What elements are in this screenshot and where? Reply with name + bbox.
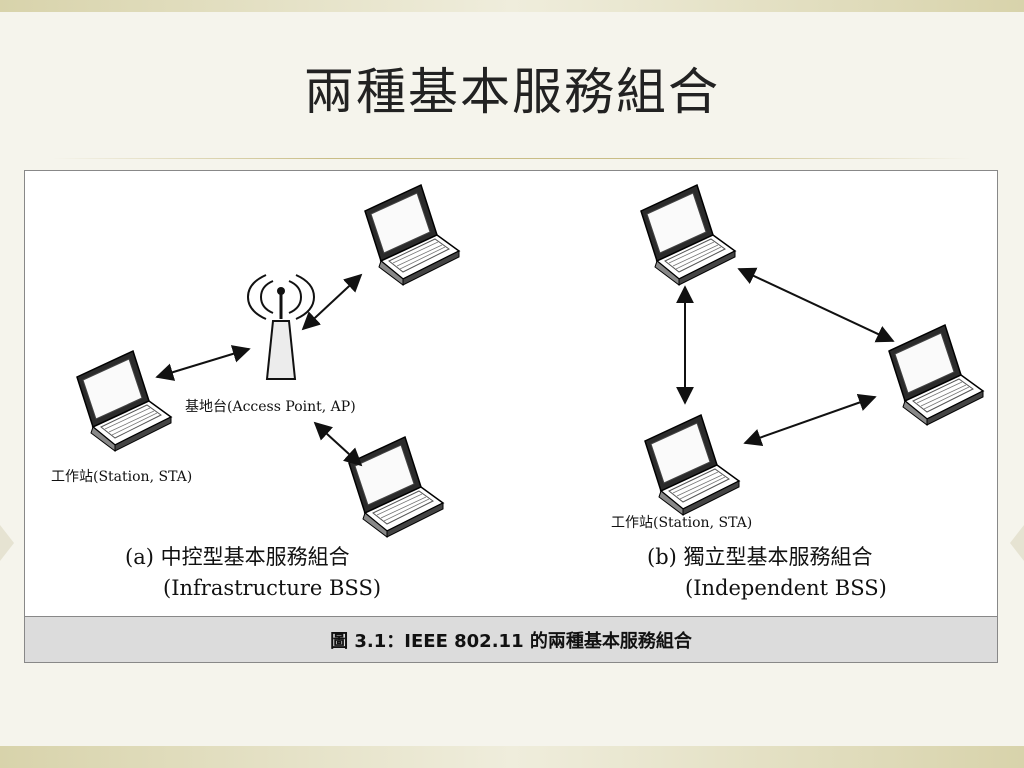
station-label: 工作站(Station, STA) bbox=[51, 469, 192, 485]
laptop-icon bbox=[364, 184, 460, 286]
right-side-mark bbox=[1010, 525, 1024, 561]
station-label: 工作站(Station, STA) bbox=[611, 515, 752, 531]
antenna-icon bbox=[246, 274, 316, 380]
double-arrow bbox=[155, 345, 251, 381]
laptop-icon bbox=[76, 350, 172, 452]
double-arrow bbox=[743, 393, 877, 447]
right-subtitle-line1: (b) 獨立型基本服務組合 bbox=[647, 545, 873, 569]
title-divider bbox=[52, 158, 972, 159]
laptop-icon bbox=[644, 414, 740, 516]
laptop-icon bbox=[348, 436, 444, 538]
laptop-icon bbox=[888, 324, 984, 426]
figure-caption: 圖 3.1：IEEE 802.11 的兩種基本服務組合 bbox=[330, 630, 692, 652]
double-arrow bbox=[313, 421, 363, 467]
bottom-decorative-band bbox=[0, 746, 1024, 768]
laptop-icon bbox=[640, 184, 736, 286]
double-arrow bbox=[737, 267, 895, 343]
figure-panel: 基地台(Access Point, AP) 工作站(Station, STA) … bbox=[24, 170, 998, 663]
ap-label: 基地台(Access Point, AP) bbox=[185, 398, 356, 415]
slide-title: 兩種基本服務組合 bbox=[304, 63, 720, 121]
left-side-mark bbox=[0, 525, 14, 561]
left-subtitle-line1: (a) 中控型基本服務組合 bbox=[125, 545, 350, 569]
top-decorative-band bbox=[0, 0, 1024, 12]
double-arrow bbox=[301, 273, 363, 331]
right-subtitle-line2: (Independent BSS) bbox=[685, 576, 887, 600]
figure-caption-bar: 圖 3.1：IEEE 802.11 的兩種基本服務組合 bbox=[25, 616, 997, 662]
bss-diagram: 基地台(Access Point, AP) 工作站(Station, STA) … bbox=[51, 184, 984, 600]
left-subtitle-line2: (Infrastructure BSS) bbox=[163, 576, 381, 600]
